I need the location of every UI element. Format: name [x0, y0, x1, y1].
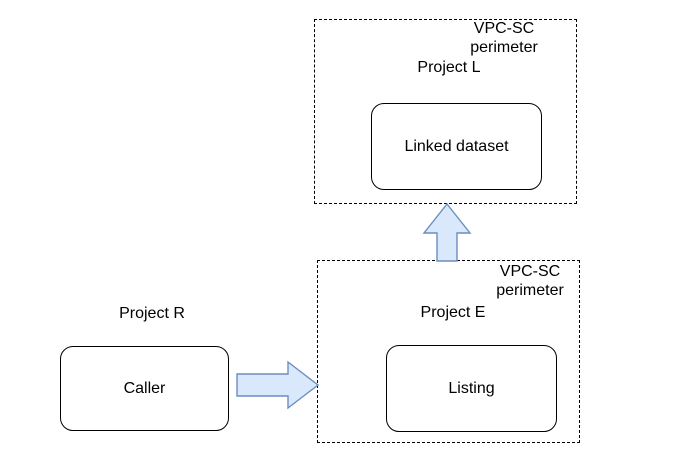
- perimeter-bottom-label: VPC-SC perimeter: [496, 263, 564, 299]
- arrow-listing-to-linked-dataset: [422, 202, 472, 262]
- project-e-label: Project E: [420, 304, 486, 321]
- node-listing: Listing: [386, 345, 557, 432]
- arrow-caller-to-listing: [236, 360, 320, 410]
- node-linked-dataset: Linked dataset: [371, 103, 542, 190]
- node-caller-label: Caller: [123, 380, 166, 397]
- perimeter-top-label: VPC-SC perimeter: [470, 20, 538, 56]
- node-caller: Caller: [60, 346, 229, 431]
- node-listing-label: Listing: [448, 380, 495, 397]
- project-r-label: Project R: [119, 305, 185, 322]
- project-l-label: Project L: [417, 59, 481, 76]
- node-linked-dataset-label: Linked dataset: [404, 138, 509, 155]
